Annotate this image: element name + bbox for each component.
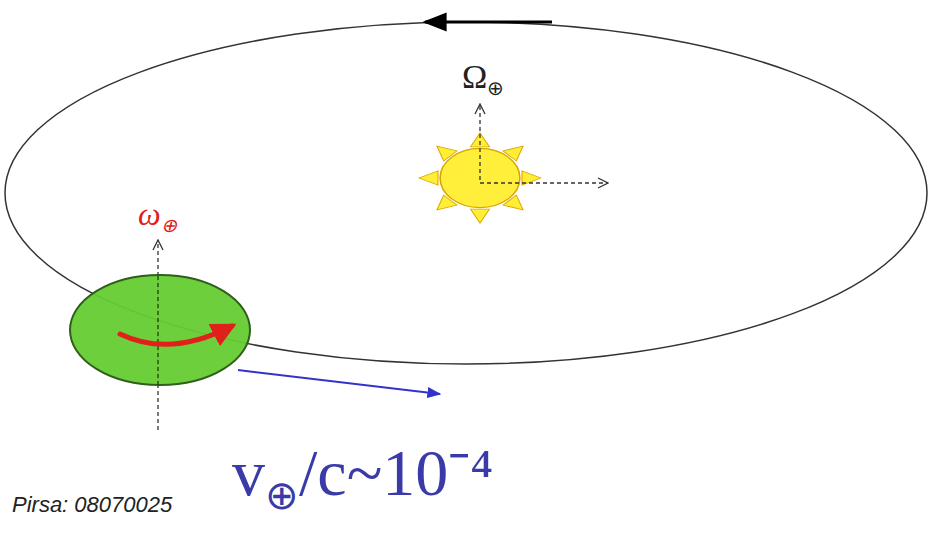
spin-frequency-label: ω⊕ (138, 198, 177, 230)
orbit-direction-arrow (425, 21, 552, 24)
spin-axis (157, 240, 158, 430)
velocity-ratio-label: v⊕/c~10⁻⁴ (232, 440, 493, 506)
velocity-arrow (238, 370, 440, 394)
spin-axis-over (157, 276, 158, 385)
orbital-axis (479, 104, 480, 180)
source-watermark: Pirsa: 08070025 (12, 494, 172, 516)
earth-symbol (70, 275, 250, 385)
rotation-arrow (120, 326, 232, 344)
orbital-frequency-label: Ω⊕ (462, 60, 504, 94)
radial-axis (480, 182, 608, 183)
